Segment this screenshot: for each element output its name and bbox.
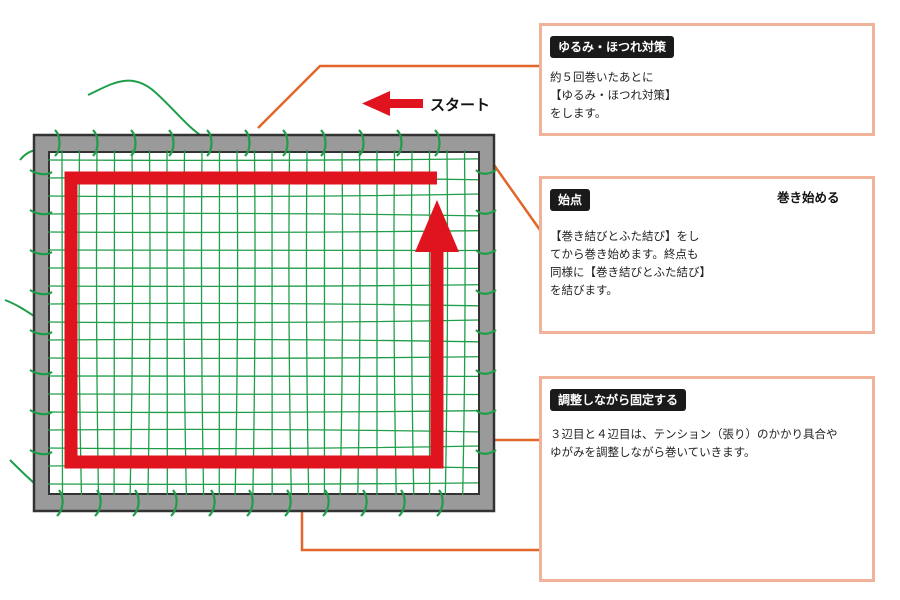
net-wrap-loop	[475, 369, 497, 375]
net-vertical-line	[78, 149, 83, 496]
net-wrap-loop	[320, 129, 327, 157]
net-grid	[47, 149, 479, 496]
net-wrap-loop	[29, 209, 53, 216]
net-wrap-loop	[284, 489, 292, 517]
callout-loosen: ゆるみ・ほつれ対策 約５回巻いたあとに 【ゆるみ・ほつれ対策】 をします。	[539, 23, 875, 136]
callout-adjust-line: ゆがみを調整しながら巻いていきます。	[550, 445, 756, 459]
arrow-up-head	[415, 200, 459, 252]
callout-origin-line: 【巻き結びとふた結び】をし	[550, 229, 700, 243]
net-wrap-loop	[29, 329, 53, 336]
leader-line-bottom	[300, 505, 540, 552]
net-wrap-loop	[475, 409, 497, 415]
net-horizontal-line	[47, 267, 479, 270]
net-horizontal-line	[47, 212, 479, 217]
net-wrap-loop	[132, 489, 140, 517]
net-wrap-loop	[358, 129, 365, 157]
net-horizontal-line	[47, 193, 479, 198]
net-wrap-loop	[396, 129, 403, 157]
net-wrap-loop	[475, 169, 497, 175]
callout-loosen-line: 約５回巻いたあとに	[550, 70, 654, 84]
net-wrap-loop	[29, 449, 53, 456]
net-wrap-loop	[475, 289, 497, 295]
net-wrap-loop	[206, 129, 213, 157]
net-wrap-loop	[54, 129, 61, 157]
net-horizontal-line	[47, 230, 479, 234]
net-wrap-loop	[29, 249, 53, 256]
net-wrap-loop	[282, 129, 289, 157]
net-wrap-loop	[475, 209, 497, 215]
net-wraps	[29, 129, 497, 517]
net-vertical-line	[288, 149, 292, 496]
net-wrap-loop	[130, 129, 137, 157]
net-wrap-loop	[94, 489, 102, 517]
net-wrap-loop	[29, 409, 53, 416]
net-wrap-loop	[168, 129, 175, 157]
callout-loosen-line: をします。	[550, 106, 607, 120]
net-horizontal-line	[47, 393, 479, 396]
net-vertical-line	[95, 149, 100, 496]
leader-line-loosen	[257, 64, 540, 129]
callout-loosen-line: 【ゆるみ・ほつれ対策】	[550, 88, 677, 102]
wrap-direction-path	[64, 171, 459, 469]
callout-adjust: 調整しながら固定する ３辺目と４辺目は、テンション（張り）のかかり具合や ゆがみ…	[539, 376, 875, 582]
net-horizontal-line	[47, 284, 479, 288]
net-wrap-loop	[475, 249, 497, 255]
net-horizontal-line	[47, 319, 479, 324]
net-wrap-loop	[398, 489, 406, 517]
net-horizontal-line	[47, 410, 479, 414]
net-wrap-loop	[170, 489, 178, 517]
callout-loosen-text: 約５回巻いたあとに 【ゆるみ・ほつれ対策】 をします。	[550, 68, 677, 122]
net-wrap-loop	[56, 489, 64, 517]
net-wrap-loop	[208, 489, 216, 517]
net-horizontal-line	[47, 375, 479, 378]
net-horizontal-line	[47, 338, 479, 343]
callout-origin-title: 始点	[550, 189, 591, 211]
net-horizontal-line	[47, 482, 479, 486]
net-wrap-loop	[475, 329, 497, 335]
net-horizontal-line	[47, 249, 479, 252]
net-wrap-loop	[434, 129, 441, 157]
callout-adjust-title: 調整しながら固定する	[550, 389, 687, 411]
net-wrap-loop	[246, 489, 254, 517]
net-wrap-loop	[244, 129, 251, 157]
net-wrap-loop	[322, 489, 330, 517]
net-horizontal-line	[47, 445, 479, 450]
net-wrap-loop	[29, 289, 53, 296]
start-label: スタート	[430, 96, 491, 114]
callout-adjust-line: ３辺目と４辺目は、テンション（張り）のかかり具合や	[550, 427, 838, 441]
net-wrap-loop	[29, 369, 53, 376]
net-wrap-loop	[360, 489, 368, 517]
callout-origin-line: 同様に【巻き結びとふた結び】	[550, 265, 711, 279]
start-arrow	[362, 91, 423, 116]
callout-adjust-text: ３辺目と４辺目は、テンション（張り）のかかり具合や ゆがみを調整しながら巻いてい…	[550, 425, 838, 461]
net-horizontal-line	[47, 428, 479, 433]
callout-origin-line: てから巻き始めます。終点も	[550, 247, 699, 261]
net-vertical-line	[61, 149, 64, 496]
net-wrap-loop	[92, 129, 99, 157]
net-wrap-loop	[29, 169, 53, 176]
net-horizontal-line	[47, 356, 479, 360]
net-horizontal-line	[47, 158, 479, 162]
net-horizontal-line	[47, 302, 479, 307]
net-vertical-line	[305, 149, 310, 496]
callout-origin: 始点 【巻き結びとふた結び】をし てから巻き始めます。終点も 同様に【巻き結びと…	[539, 176, 875, 334]
callout-origin-line: を結びます。	[550, 283, 618, 297]
net-vertical-line	[339, 149, 344, 496]
callout-origin-text: 【巻き結びとふた結び】をし てから巻き始めます。終点も 同様に【巻き結びとふた結…	[550, 227, 711, 299]
callout-loosen-title: ゆるみ・ほつれ対策	[550, 36, 675, 58]
net-wrap-loop	[436, 489, 444, 517]
begin-wrap-label: 巻き始める	[777, 190, 840, 205]
net-wrap-loop	[475, 449, 497, 455]
